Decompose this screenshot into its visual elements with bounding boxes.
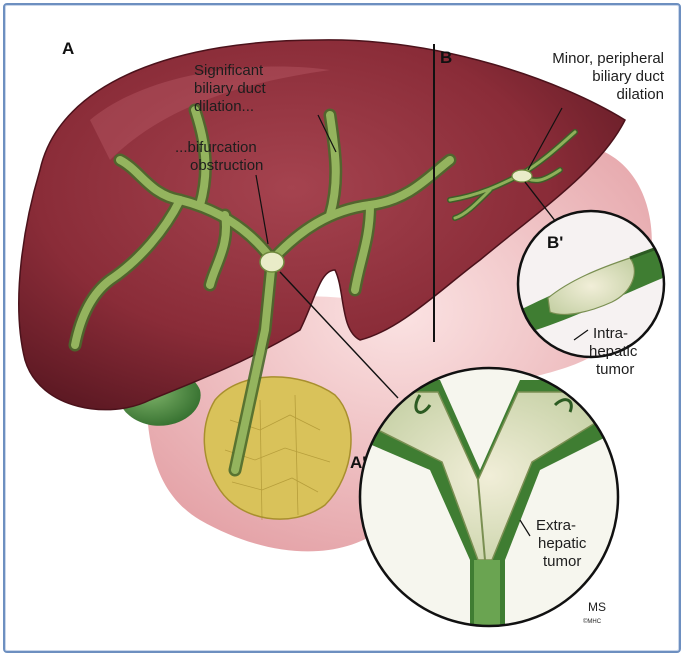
annotation-line: biliary duct: [592, 68, 665, 85]
annotation-line: dilation: [616, 86, 664, 103]
duodenum-tissue: [203, 376, 352, 520]
inset-a-prime: [358, 366, 620, 628]
panel-label-b: B: [440, 48, 452, 67]
panel-label-b-prime: B': [547, 233, 563, 252]
annotation-line: tumor: [543, 553, 581, 570]
annotation-minor: Minor, peripheral biliary duct dilation: [552, 50, 665, 103]
annotation-significant: Significant biliary duct dilation...: [194, 62, 267, 115]
bifurcation-tumor: [259, 251, 285, 273]
annotation-line: Significant: [194, 62, 264, 79]
annotation-line: Extra-: [536, 517, 576, 534]
artist-signature: MS: [588, 600, 606, 614]
annotation-line: hepatic: [538, 535, 587, 552]
annotation-line: biliary duct: [194, 80, 267, 97]
annotation-line: hepatic: [589, 343, 638, 360]
panel-label-a: A: [62, 39, 74, 58]
peripheral-tumor: [511, 169, 533, 183]
annotation-line: Intra-: [593, 325, 628, 342]
annotation-line: tumor: [596, 361, 634, 378]
artist-signature-sub: ©MHC: [583, 618, 602, 625]
inset-b-prime: [516, 209, 666, 359]
annotation-line: ...bifurcation: [175, 139, 257, 156]
annotation-line: obstruction: [190, 157, 263, 174]
annotation-intrahepatic: Intra- hepatic tumor: [589, 325, 638, 378]
annotation-line: dilation...: [194, 98, 254, 115]
biliary-duct-tree: [68, 103, 578, 477]
annotation-bifurcation: ...bifurcation obstruction: [175, 139, 263, 174]
annotation-line: Minor, peripheral: [552, 50, 664, 67]
annotation-extrahepatic: Extra- hepatic tumor: [536, 517, 587, 570]
panel-label-a-prime: A': [350, 453, 366, 472]
